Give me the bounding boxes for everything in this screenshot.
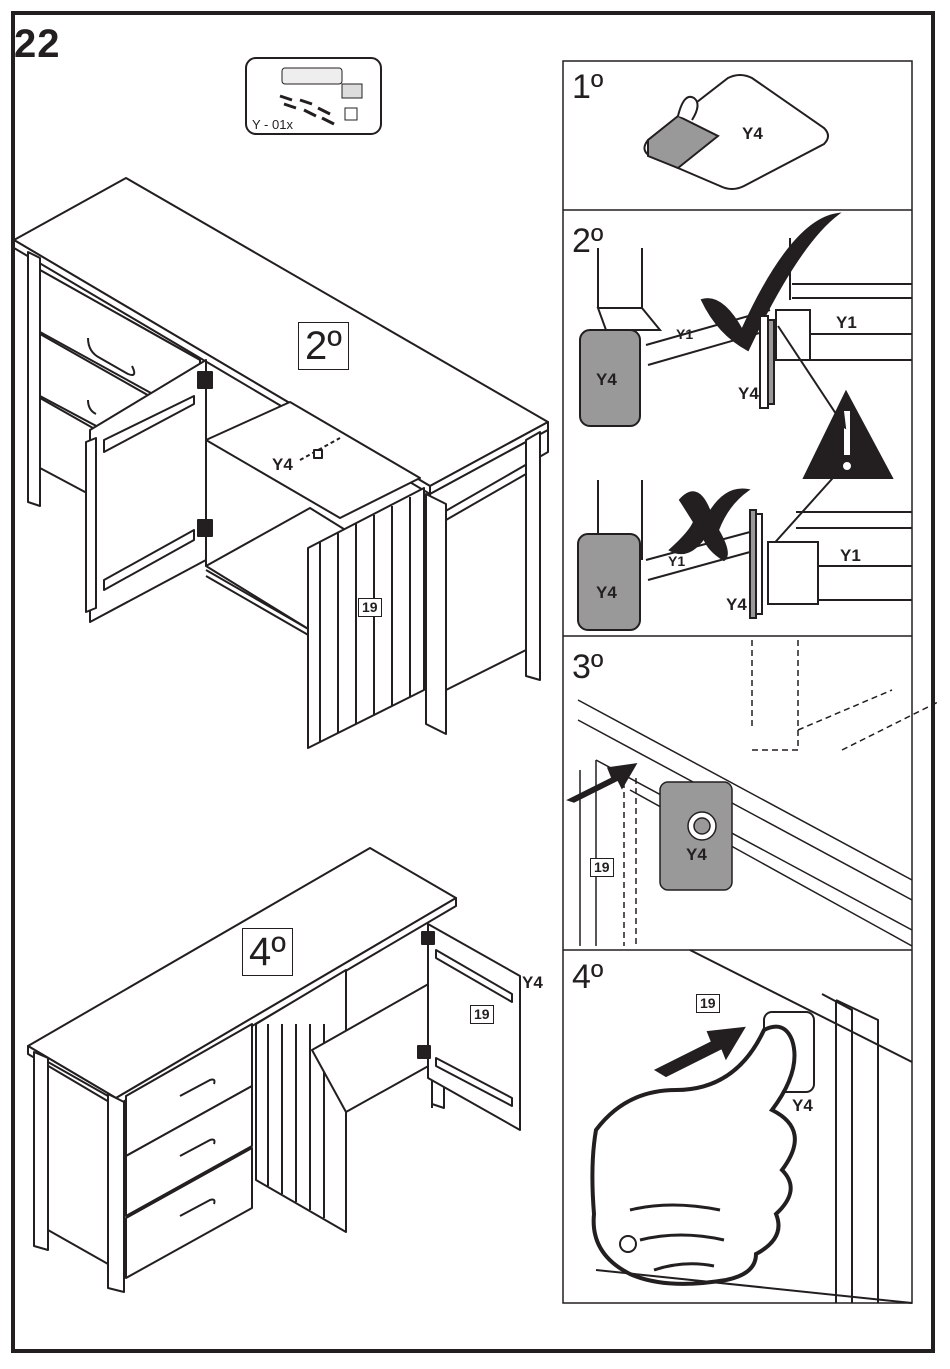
upper-door-tag: 19: [358, 598, 382, 617]
hardware-pack-icon: [245, 57, 382, 135]
hardware-caption: Y - 01x: [252, 117, 293, 132]
panel2-y1-label-a: Y1: [676, 326, 694, 342]
lower-part-y4-label: Y4: [522, 973, 543, 992]
step-number: 22: [14, 22, 61, 66]
panel4-drawing: [590, 949, 913, 1304]
upper-step-label: 2º: [298, 322, 349, 370]
panel3-drawing: [566, 640, 939, 947]
upper-part-y4-label: Y4: [272, 455, 293, 474]
panel4-number: 4º: [572, 958, 604, 996]
panel2-y4-label-d: Y4: [726, 595, 747, 614]
panel1-number: 1º: [572, 68, 604, 106]
panel2-drawing: [577, 212, 912, 631]
panel3-y4-label: Y4: [686, 845, 707, 864]
panel3-door-tag: 19: [590, 858, 614, 877]
panel1-y4-label: Y4: [742, 124, 763, 143]
panel2-y4-label-a: Y4: [596, 370, 617, 389]
panel2-y4-label-b: Y4: [738, 384, 759, 403]
panel4-door-tag: 19: [696, 994, 720, 1013]
panel2-number: 2º: [572, 222, 604, 260]
panel2-y1-label-c: Y1: [668, 553, 686, 569]
panel2-y4-label-c: Y4: [596, 583, 617, 602]
page-frame: [11, 11, 935, 1353]
panel2-y1-label-d: Y1: [840, 546, 861, 565]
lower-step-label: 4º: [242, 928, 293, 976]
cabinet-upper-drawing: [13, 177, 549, 749]
lower-door-tag: 19: [470, 1005, 494, 1024]
panel3-number: 3º: [572, 648, 604, 686]
panel1-pad-drawing: [643, 74, 829, 190]
panel2-y1-label-b: Y1: [836, 313, 857, 332]
right-panels-frame: [562, 60, 913, 1304]
cabinet-lower-drawing: [27, 847, 521, 1293]
panel4-y4-label: Y4: [792, 1096, 813, 1115]
